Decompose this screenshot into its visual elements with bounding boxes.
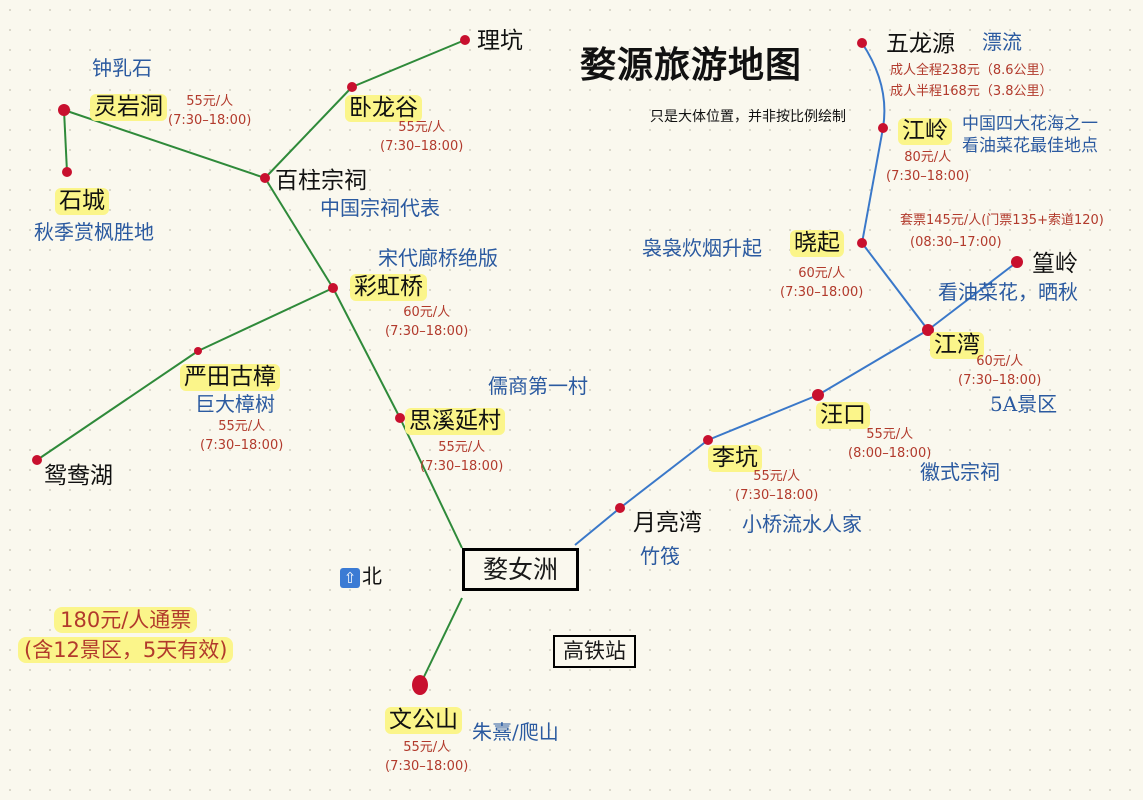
map-note: 只是大体位置，并非按比例绘制 [650,109,846,125]
location-dot [58,104,70,116]
ticket-info: 180元/人通票 (含12景区，5天有效) [18,605,234,665]
route-segment [197,287,334,352]
route-segment [63,109,68,173]
caihong-desc: 宋代廊桥绝版 [378,246,498,270]
route-segment [419,597,463,686]
wangkou-price: 55元/人(8:00–18:00) [848,427,932,461]
route-segment [861,42,886,129]
wulongyuan-price-full: 成人全程238元（8.6公里） [890,63,1053,78]
location-dot [347,82,357,92]
xiaoqi-desc: 袅袅炊烟升起 [642,236,762,260]
location-dot [857,38,867,48]
wengong-desc: 朱熹/爬山 [472,720,559,744]
lingyandong-price: 55元/人(7:30–18:00) [168,94,252,128]
wengong-price: 55元/人(7:30–18:00) [385,740,469,774]
route-segment [63,109,266,179]
wolonggu-price: 55元/人(7:30–18:00) [380,120,464,154]
jiangwan-price: 60元/人(7:30–18:00) [958,354,1042,388]
location-dot [857,238,867,248]
route-segment [264,177,334,289]
sixi-price: 55元/人(7:30–18:00) [420,440,504,474]
route-segment [707,394,819,441]
location-dot [194,347,202,355]
location-dot [395,413,405,423]
route-segment [817,329,929,396]
caihong-label: 彩虹桥 [350,274,427,301]
jiangwan-label: 江湾 [930,332,984,359]
route-segment [36,350,199,461]
yantian-label: 严田古樟 [180,364,280,391]
baizhu-label: 百柱宗祠 [275,168,367,194]
huangling-desc: 看油菜花，晒秋 [938,280,1078,304]
jiangling-price: 80元/人(7:30–18:00) [886,150,970,184]
location-dot [615,503,625,513]
location-dot [460,35,470,45]
route-segment [927,261,1018,331]
xiaoqi-label: 晓起 [790,230,844,257]
location-dot [328,283,338,293]
north-indicator: ⇧北 [340,566,382,588]
wangkou-desc: 徽式宗祠 [920,460,1000,484]
location-dot [1011,256,1023,268]
sixi-label: 思溪延村 [405,408,505,435]
route-segment [399,417,463,549]
yantian-desc: 巨大樟树 [195,392,275,416]
jiangwan-desc: 5A景区 [990,392,1058,416]
map-title: 婺源旅游地图 [580,45,803,86]
location-dot [812,389,824,401]
station-label: 高铁站 [553,635,636,668]
yueliangwan-label: 月亮湾 [633,510,702,536]
wangkou-label: 汪口 [816,402,870,429]
likeng-north-label: 理坑 [477,28,523,54]
route-segment [861,127,884,244]
wengong-label: 文公山 [385,707,462,734]
location-dot [260,173,270,183]
likeng-east-label: 李坑 [708,445,762,472]
route-segment [861,242,929,331]
likeng-east-price: 55元/人(7:30–18:00) [735,469,819,503]
location-dot [412,675,428,695]
location-dot [878,123,888,133]
up-arrow-icon: ⇧ [340,567,360,588]
huangling-price: 套票145元/人(门票135+索道120) [900,213,1104,228]
wulongyuan-price-half: 成人半程168元（3.8公里） [890,84,1053,99]
route-segment [574,507,621,546]
yantian-price: 55元/人(7:30–18:00) [200,419,284,453]
route-segment [619,439,709,509]
lingyandong-label: 灵岩洞 [90,94,167,121]
route-segment [332,287,401,419]
shicheng-desc: 秋季赏枫胜地 [34,220,154,244]
huangling-label: 篁岭 [1032,251,1078,277]
yuanyang-label: 鸳鸯湖 [44,463,113,489]
baizhu-desc: 中国宗祠代表 [320,196,440,220]
jiangling-desc1: 中国四大花海之一 [962,114,1098,134]
caihong-price: 60元/人(7:30–18:00) [385,305,469,339]
sixi-desc: 儒商第一村 [488,374,588,398]
location-dot [703,435,713,445]
huangling-hours: (08:30–17:00) [910,235,1002,250]
likeng-east-desc: 小桥流水人家 [742,512,862,536]
yueliangwan-desc: 竹筏 [640,544,680,568]
xiaoqi-price: 60元/人(7:30–18:00) [780,266,864,300]
wulongyuan-label: 五龙源 [886,31,955,57]
location-dot [32,455,42,465]
wulongyuan-desc: 漂流 [982,30,1022,54]
jiangling-label: 江岭 [898,118,952,145]
zhongrushi-label: 钟乳石 [92,56,152,80]
shicheng-label: 石城 [55,188,109,215]
route-segment [264,86,353,179]
jiangling-desc2: 看油菜花最佳地点 [962,136,1098,156]
wolonggu-label: 卧龙谷 [345,95,422,122]
location-dot [62,167,72,177]
route-segment [351,39,466,88]
center-wunvzhou: 婺女洲 [462,548,580,591]
